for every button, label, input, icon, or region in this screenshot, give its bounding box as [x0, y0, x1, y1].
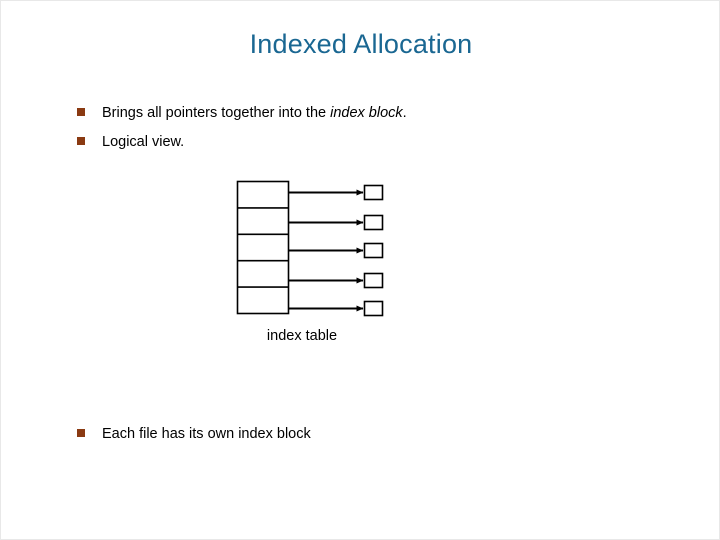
- data-block-1: [363, 184, 384, 201]
- bullet-item-3: Each file has its own index block: [77, 426, 311, 443]
- square-bullet-icon: [77, 108, 85, 116]
- index-table-outline: [236, 180, 290, 315]
- bullet-item-2-label: Logical view.: [102, 134, 185, 150]
- data-block-4: [363, 272, 384, 289]
- bullet-1-tail: .: [402, 105, 407, 121]
- bullet-item-1-label: Brings all pointers together into the in…: [102, 105, 407, 122]
- index-table-caption: index table: [266, 328, 338, 344]
- data-block-5: [363, 300, 384, 317]
- bullet-1-emphasis: index block: [330, 105, 403, 121]
- square-bullet-icon: [77, 137, 85, 145]
- bullet-item-3-label: Each file has its own index block: [102, 426, 311, 442]
- data-block-2: [363, 214, 384, 231]
- page-title: Indexed Allocation: [249, 29, 473, 59]
- data-block-3: [363, 242, 384, 259]
- bullet-item-1: Brings all pointers together into the in…: [77, 105, 407, 122]
- bullet-item-2: Logical view.: [77, 134, 184, 151]
- bullet-1-lead: Brings all pointers together into the: [102, 105, 331, 121]
- square-bullet-icon: [77, 429, 85, 437]
